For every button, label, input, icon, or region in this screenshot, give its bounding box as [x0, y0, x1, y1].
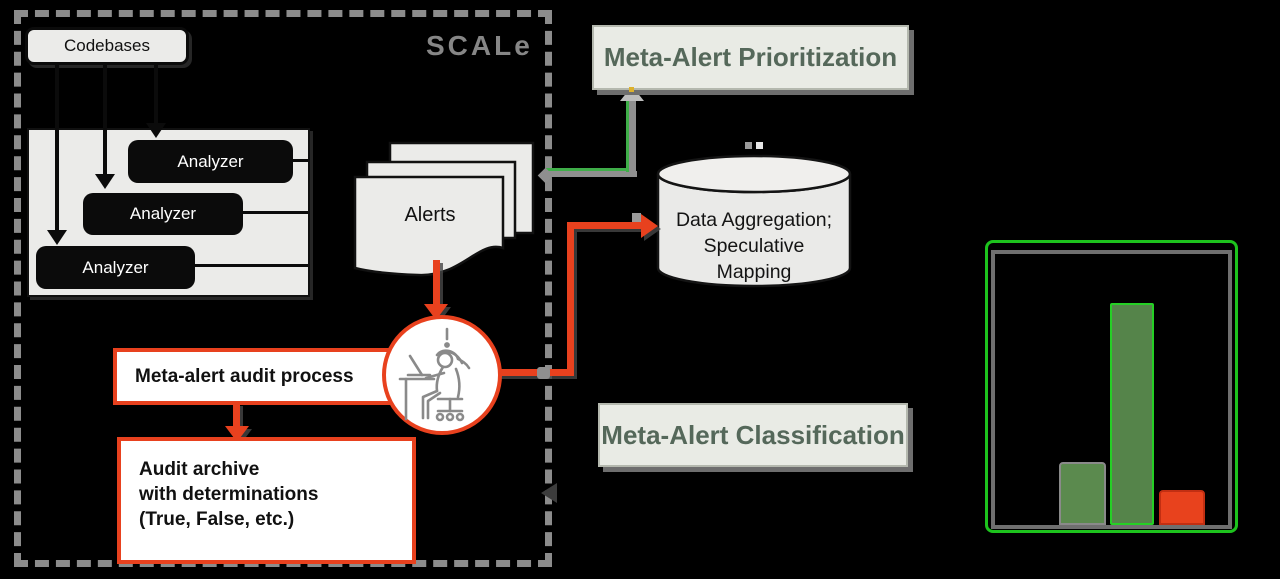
arrowhead-left-icon [541, 483, 557, 503]
analyzer-label: Analyzer [82, 257, 149, 277]
analyzer-label: Analyzer [177, 151, 244, 171]
arrowhead-down-icon [47, 230, 67, 245]
classification-box: Meta-Alert Classification [598, 403, 908, 467]
alerts-document-stack [353, 141, 535, 277]
archive-line: with determinations [139, 484, 319, 505]
analyzer-box-2: Analyzer [83, 193, 243, 235]
connector-line [626, 98, 629, 172]
cylinder-line: Speculative [703, 235, 805, 257]
prioritization-box: Meta-Alert Prioritization [592, 25, 909, 90]
auditor-circle [382, 315, 502, 435]
classification-chart [991, 250, 1232, 529]
connector-line [154, 64, 158, 125]
connector-line [545, 168, 634, 171]
analyzer-label: Analyzer [129, 204, 197, 223]
connection-handle [745, 142, 752, 149]
cylinder-line: Mapping [716, 261, 792, 283]
connector-line [103, 64, 107, 176]
cylinder-label: Data Aggregation; Speculative Mapping [664, 207, 844, 285]
connection-handle [632, 213, 641, 222]
audit-process-label: Meta-alert audit process [135, 365, 354, 387]
connector-line [293, 159, 308, 162]
connector-line [567, 222, 642, 229]
connector-line [567, 222, 574, 376]
codebases-label: Codebases [63, 36, 150, 55]
alerts-label: Alerts [404, 204, 456, 226]
connector-line [629, 98, 636, 177]
arrowhead-down-icon [146, 123, 166, 138]
connection-dot [629, 87, 634, 92]
connector-line [498, 369, 572, 376]
classification-label: Meta-Alert Classification [601, 419, 905, 450]
archive-line: (True, False, etc.) [139, 509, 295, 530]
scale-logo: SCALe [426, 30, 533, 61]
connector-line [55, 64, 59, 234]
arrowhead-down-icon [95, 174, 115, 189]
connector-line [195, 264, 308, 267]
chart-bar-green-short [1059, 462, 1106, 525]
auditor-at-computer-icon [398, 327, 471, 422]
audit-process-box: Meta-alert audit process [113, 348, 418, 405]
arrowhead-right-icon [641, 214, 658, 238]
analyzer-box-1: Analyzer [128, 140, 293, 183]
chart-bar-red [1159, 490, 1205, 525]
analyzer-box-3: Analyzer [36, 246, 195, 289]
codebases-box: Codebases [25, 27, 189, 65]
connection-handle [537, 367, 550, 379]
audit-archive-box: Audit archive with determinations (True,… [117, 437, 416, 564]
cylinder-line: Data Aggregation; [675, 209, 833, 231]
connector-line [545, 171, 637, 177]
connection-handle [756, 142, 763, 149]
archive-line: Audit archive [139, 459, 260, 480]
connector-line [433, 260, 440, 308]
connector-line [233, 403, 240, 430]
chart-bar-green-tall [1110, 303, 1154, 525]
database-cylinder [656, 154, 852, 288]
prioritization-label: Meta-Alert Prioritization [603, 42, 898, 72]
chart-highlight-frame [985, 240, 1238, 533]
connector-line [243, 211, 308, 214]
